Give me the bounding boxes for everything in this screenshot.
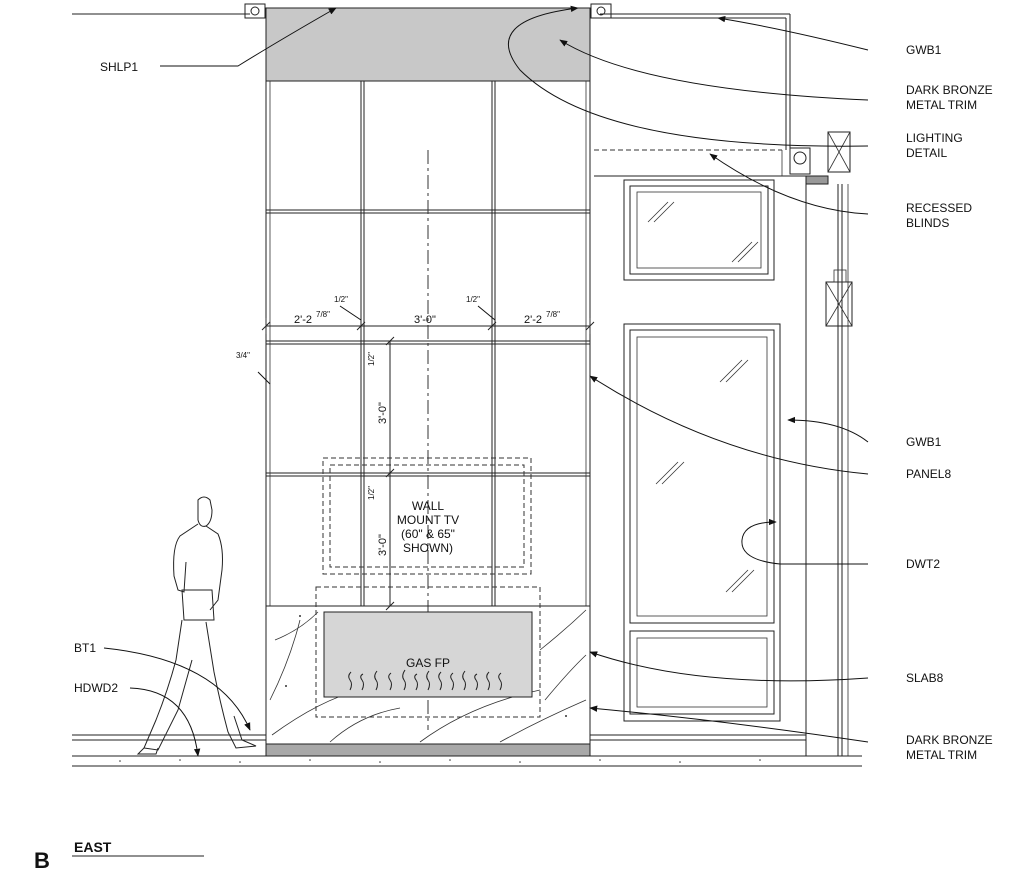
label-dwt2: DWT2 [906,557,940,571]
tv-outline [322,457,532,575]
dim-gap-right: 1/2" [466,295,480,304]
soffit-shlp1 [244,3,612,82]
dim-center-width: 3'-0" [414,314,436,326]
dim-gap-left: 1/2" [334,295,348,304]
vertical-dimensions [257,336,395,611]
label-trim-top-1: DARK BRONZE [906,83,993,97]
label-panel8: PANEL8 [906,467,951,481]
view-letter: B [34,848,50,873]
label-blinds-2: BLINDS [906,216,949,230]
ceiling-line [72,13,791,150]
label-trim-top-2: METAL TRIM [906,98,977,112]
dim-right-frac: 7/8" [546,310,560,319]
dim-lower-height: 3'-0" [377,534,389,556]
fireplace-surround-slab8 [265,586,591,745]
tv-line-4: SHOWN) [403,541,453,555]
blind-section [789,131,862,757]
gas-fireplace [323,611,533,698]
fireplace-label: GAS FP [406,656,450,670]
human-figure [136,496,257,755]
horizontal-dimensions [261,305,595,334]
label-trim-bot-2: METAL TRIM [906,748,977,762]
label-slab8: SLAB8 [906,671,944,685]
dim-lower-gap: 1/2" [367,486,376,500]
label-bt1: BT1 [74,641,96,655]
tv-line-3: (60" & 65" [401,527,455,541]
label-shlp1: SHLP1 [100,60,138,74]
dim-left-frac: 7/8" [316,310,330,319]
dim-upper-height: 3'-0" [377,402,389,424]
leaders [103,5,869,757]
dim-right-width: 2'-2 [524,314,542,326]
bottom-metal-trim [265,743,591,757]
tv-line-2: MOUNT TV [397,513,459,527]
label-blinds-1: RECESSED [906,201,972,215]
dim-left-width: 2'-2 [294,314,312,326]
label-lighting-1: LIGHTING [906,131,963,145]
view-title: EAST [74,839,112,855]
label-lighting-2: DETAIL [906,146,947,160]
tv-line-1: WALL [412,499,445,513]
glass-door [623,323,781,722]
right-wall [594,149,807,756]
floor [72,734,862,767]
label-gwb1-mid: GWB1 [906,435,942,449]
upper-window [623,179,775,281]
label-hdwd2: HDWD2 [74,681,118,695]
label-gwb1-top: GWB1 [906,43,942,57]
dim-edge: 3/4" [236,351,250,360]
dim-upper-gap: 1/2" [367,352,376,366]
label-trim-bot-1: DARK BRONZE [906,733,993,747]
